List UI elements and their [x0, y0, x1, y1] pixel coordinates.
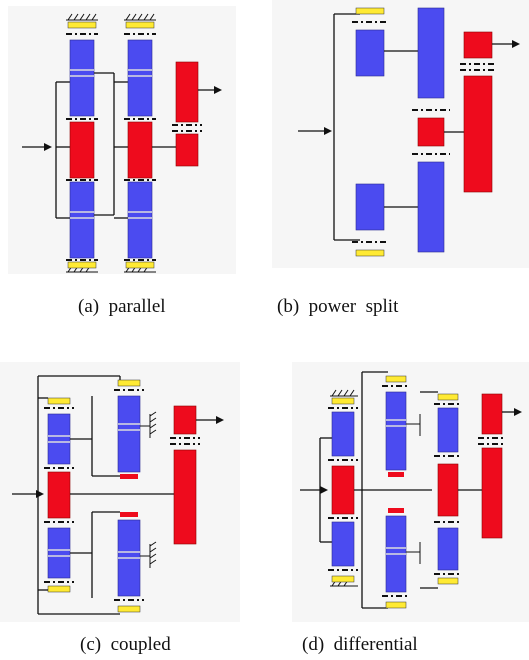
caption-parallel: (a) parallel: [78, 296, 166, 317]
caption-differential: (d) differential: [302, 634, 418, 655]
caption-power-split: (b) power split: [277, 296, 399, 317]
diagram-coupled: [0, 362, 240, 622]
diagram-power-split: [272, 0, 529, 268]
diagram-parallel: [8, 6, 236, 274]
diagram-differential: [292, 362, 529, 622]
caption-coupled: (c) coupled: [80, 634, 171, 655]
